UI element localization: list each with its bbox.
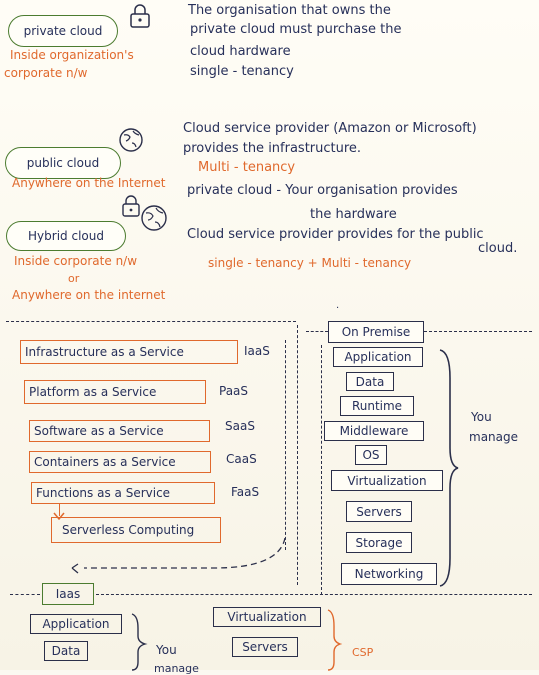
globe-icon [141,205,167,231]
curve-connector [71,538,286,574]
stack-label: Runtime [351,399,403,413]
hybrid-desc-line2: the hardware [310,207,397,222]
private-cloud-text: private cloud [23,24,103,38]
stack-middleware: Middleware [324,421,424,441]
service-caas: Containers as a Service [29,451,211,473]
hybrid-desc-line1: private cloud - Your organisation provid… [187,183,458,198]
stack-label: Application [42,617,110,631]
service-label: Platform as a Service [29,385,157,399]
private-desc-line2: private cloud must purchase the [190,22,402,37]
stack-storage: Storage [346,532,412,553]
stack-label: Virtualization [347,473,427,488]
private-desc-line4: single - tenancy [190,64,294,79]
arrow-down-icon [53,512,65,520]
on-premise-title-text: On Premise [341,325,411,339]
iaas-you: You [156,643,177,657]
service-label: Containers as a Service [34,455,176,469]
stack-networking: Networking [341,563,437,585]
on-premise-title: On Premise [328,321,424,343]
service-abbr: SaaS [225,419,255,433]
service-iaas: Infrastructure as a Service [20,340,238,364]
service-abbr: IaaS [244,344,270,358]
stack-virtualization: Virtualization [331,470,443,491]
lock-icon [130,4,150,28]
service-abbr: CaaS [226,452,257,466]
iaas-title-text: Iaas [55,587,81,601]
stack-label: Storage [355,535,403,550]
you-manage-line2: manage [469,430,519,444]
stack-label: Networking [354,567,424,581]
stack-runtime: Runtime [340,396,414,416]
service-faas: Functions as a Service [31,482,215,504]
iaas-servers: Servers [232,637,298,657]
stack-label: Virtualization [227,610,307,624]
public-desc-line1: Cloud service provider (Amazon or Micros… [183,121,477,136]
iaas-line-left [10,594,40,595]
curly-brace [327,609,342,671]
hybrid-tenancy: single - tenancy + Multi - tenancy [208,256,412,270]
stack-servers: Servers [346,501,412,522]
hybrid-desc-line3b: cloud. [478,241,518,256]
hybrid-location-or: or [68,272,80,285]
hybrid-location-line1: Inside corporate n/w [14,254,138,268]
lock-icon [122,195,140,217]
hybrid-location-line2: Anywhere on the internet [12,288,166,302]
on-premise-line-right [424,331,532,332]
iaas-line-right [96,594,532,595]
private-desc-line3: cloud hardware [190,44,291,59]
hybrid-cloud-text: Hybrid cloud [28,229,104,243]
stack-label: OS [362,448,380,462]
stack-application: Application [333,347,423,367]
serverless-box: Serverless Computing [51,517,221,543]
stack-label: Application [344,350,412,364]
iaas-application: Application [30,614,122,634]
service-saas: Software as a Service [29,420,210,442]
public-cloud-text: public cloud [26,156,100,170]
hybrid-cloud-label: Hybrid cloud [6,221,126,251]
section-divider [6,321,296,322]
left-boundary [297,325,298,585]
service-label: Software as a Service [34,424,164,438]
globe-icon [119,128,143,152]
private-location-line2: corporate n/w [4,66,88,80]
iaas-data: Data [44,641,88,661]
service-label: Infrastructure as a Service [25,345,184,359]
stack-label: Servers [242,640,288,654]
stack-label: Middleware [339,424,409,438]
you-manage-line1: You [471,410,492,424]
stack-label: Data [51,644,81,658]
private-location-line1: Inside organization's [10,48,134,62]
private-cloud-label: private cloud [8,15,118,47]
hybrid-desc-line3: Cloud service provider provides for the … [187,227,484,242]
public-location: Anywhere on the Internet [12,176,166,190]
stack-data: Data [346,372,394,391]
stack-label: Data [355,374,385,389]
serverless-label: Serverless Computing [62,523,195,537]
private-desc-line1: The organisation that owns the [188,3,391,18]
stack-os: OS [355,445,387,465]
iaas-cut-text: manage [154,662,199,675]
public-desc-line2: provides the infrastructure. [183,141,362,156]
curly-brace [131,613,148,671]
iaas-title: Iaas [42,583,94,605]
on-premise-left-dash [321,345,322,595]
public-cloud-label: public cloud [5,147,121,179]
on-premise-line-left [306,331,328,332]
service-abbr: PaaS [219,384,249,398]
stack-label: Servers [356,504,402,519]
service-paas: Platform as a Service [24,380,206,404]
service-abbr: FaaS [231,485,260,499]
iaas-csp: CSP [352,646,374,659]
curly-brace [439,349,459,587]
service-label: Functions as a Service [36,486,171,500]
faas-connector [59,504,60,516]
public-desc-line3: Multi - tenancy [198,160,296,175]
dot-marker: . [336,300,340,311]
middle-connector [285,340,286,550]
iaas-virtualization: Virtualization [213,607,321,627]
